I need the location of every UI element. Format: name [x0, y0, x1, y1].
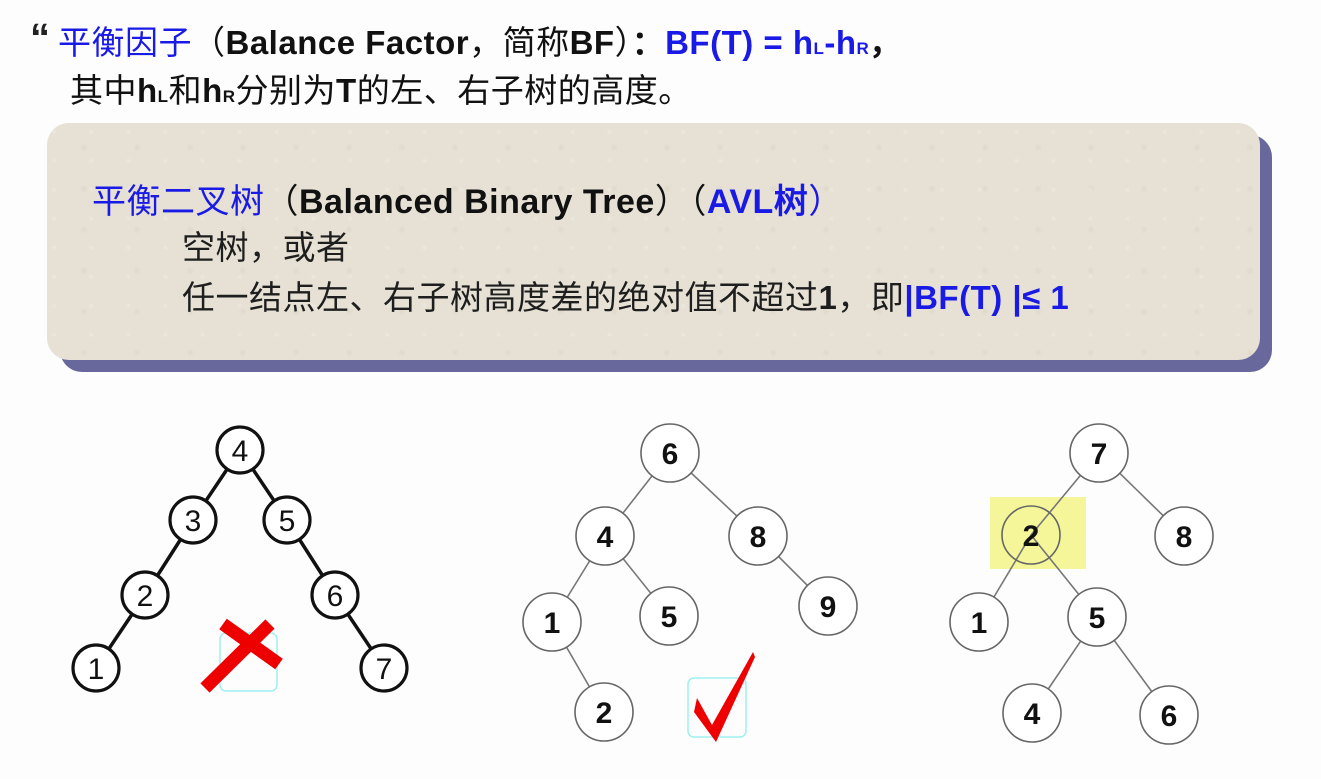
tree-2-nodes: 6 4 8 1 5 9 2: [522, 423, 858, 742]
avl-title: 平衡二叉树（Balanced Binary Tree）（AVL树）: [92, 174, 843, 223]
tree-node: 9: [798, 576, 858, 636]
node-label: 2: [596, 697, 613, 730]
tree-node: 4: [1002, 683, 1062, 743]
t-symbol: T: [336, 72, 357, 109]
quote-mark: “: [30, 16, 50, 60]
abbr-prefix: ，简称: [469, 24, 570, 61]
tree-node: 4: [575, 506, 635, 566]
colon: ：: [631, 24, 666, 61]
node-label: 9: [820, 591, 837, 624]
node-label: 1: [88, 653, 105, 686]
node-label: 1: [971, 607, 988, 640]
tree-1-nodes: 4 3 5 2 6 1 7: [71, 425, 409, 693]
h-left: h: [137, 72, 158, 109]
tree-node: 2: [574, 682, 634, 742]
node-label: 3: [185, 505, 202, 538]
line2-mid: 分别为: [235, 72, 337, 109]
avl-definition-box: [47, 123, 1260, 360]
node-label: 4: [232, 435, 249, 468]
highlight-unbalanced-node: [990, 497, 1086, 569]
sub-r: R: [222, 87, 236, 106]
tree-node: 5: [1067, 587, 1127, 647]
tree-node: 7: [1069, 423, 1129, 483]
node-label: 5: [1089, 602, 1106, 635]
tree-node: 6: [310, 570, 360, 620]
formula-minus: -h: [824, 24, 857, 61]
formula-main: BF(T) = h: [665, 24, 814, 61]
tree-node: 4: [215, 425, 265, 475]
avl-paren-close: ）: [808, 183, 843, 221]
cond2-mid: ，即: [837, 279, 905, 316]
avl-condition-empty: 空树，或者: [182, 229, 350, 266]
balance-factor-definition: 平衡因子（Balance Factor，简称BF）：BF(T) = hL-hR，: [58, 16, 903, 64]
node-label: 2: [137, 580, 154, 613]
node-label: 2: [1023, 520, 1040, 553]
sub-l: L: [157, 87, 169, 106]
red-check-icon: [687, 652, 755, 742]
cond2-text: 任一结点左、右子树高度差的绝对值不超过: [182, 279, 819, 316]
tree-node: 8: [1154, 506, 1214, 566]
paren-close: ）: [614, 24, 632, 61]
line2-prefix: 其中: [70, 72, 137, 109]
tree-node: 6: [1139, 685, 1199, 745]
avl-paren-mid: ）（: [654, 183, 707, 221]
height-explanation: 其中hL和hR分别为T的左、右子树的高度。: [70, 64, 692, 112]
tree-node: 8: [728, 506, 788, 566]
node-label: 1: [544, 607, 561, 640]
tree-node: 2: [120, 570, 170, 620]
avl-paren-open: （: [264, 183, 299, 221]
abbr-bf: BF: [569, 24, 615, 61]
formula-sub-r: R: [856, 39, 870, 58]
term-balance-factor-en: Balance Factor: [225, 24, 470, 61]
node-label: 4: [597, 521, 614, 554]
term-balance-factor-zh: 平衡因子: [58, 24, 192, 61]
node-label: 8: [1176, 521, 1193, 554]
red-cross-icon: [200, 618, 283, 693]
paren-open: （: [192, 24, 226, 61]
avl-title-en: Balanced Binary Tree: [299, 183, 655, 221]
node-label: 7: [1091, 438, 1108, 471]
tree-node: 5: [639, 586, 699, 646]
tree-node: 2: [1001, 505, 1061, 565]
cond2-num: 1: [818, 279, 838, 316]
tree-node: 5: [262, 495, 312, 545]
node-label: 8: [750, 521, 767, 554]
node-label: 4: [1024, 698, 1041, 731]
tree-node: 1: [949, 592, 1009, 652]
formula-sub-l: L: [813, 39, 825, 58]
node-label: 7: [376, 653, 393, 686]
cond2-formula: |BF(T) |≤ 1: [904, 279, 1070, 316]
tree-3: [978, 452, 1185, 716]
tree-node: 3: [168, 495, 218, 545]
h-right: h: [202, 72, 223, 109]
node-label: 6: [1161, 700, 1178, 733]
bf-formula: BF(T) = hL-hR: [665, 24, 869, 61]
tree-node: 1: [71, 643, 121, 693]
avl-title-zh: 平衡二叉树: [92, 183, 265, 221]
node-label: 6: [662, 438, 679, 471]
avl-label: AVL树: [706, 183, 809, 221]
node-label: 5: [661, 601, 678, 634]
comma: ，: [869, 24, 903, 61]
and-text: 和: [168, 72, 203, 109]
node-label: 5: [279, 505, 296, 538]
tree-2: [551, 452, 829, 713]
line2-suffix: 的左、右子树的高度。: [356, 72, 692, 109]
tree-node: 1: [522, 592, 582, 652]
tree-node: 7: [359, 643, 409, 693]
tree-3-nodes: 7 2 8 1 5 4 6: [949, 423, 1214, 745]
node-label: 6: [327, 580, 344, 613]
tree-node: 6: [640, 423, 700, 483]
avl-condition-balance: 任一结点左、右子树高度差的绝对值不超过1，即|BF(T) |≤ 1: [182, 271, 1069, 319]
